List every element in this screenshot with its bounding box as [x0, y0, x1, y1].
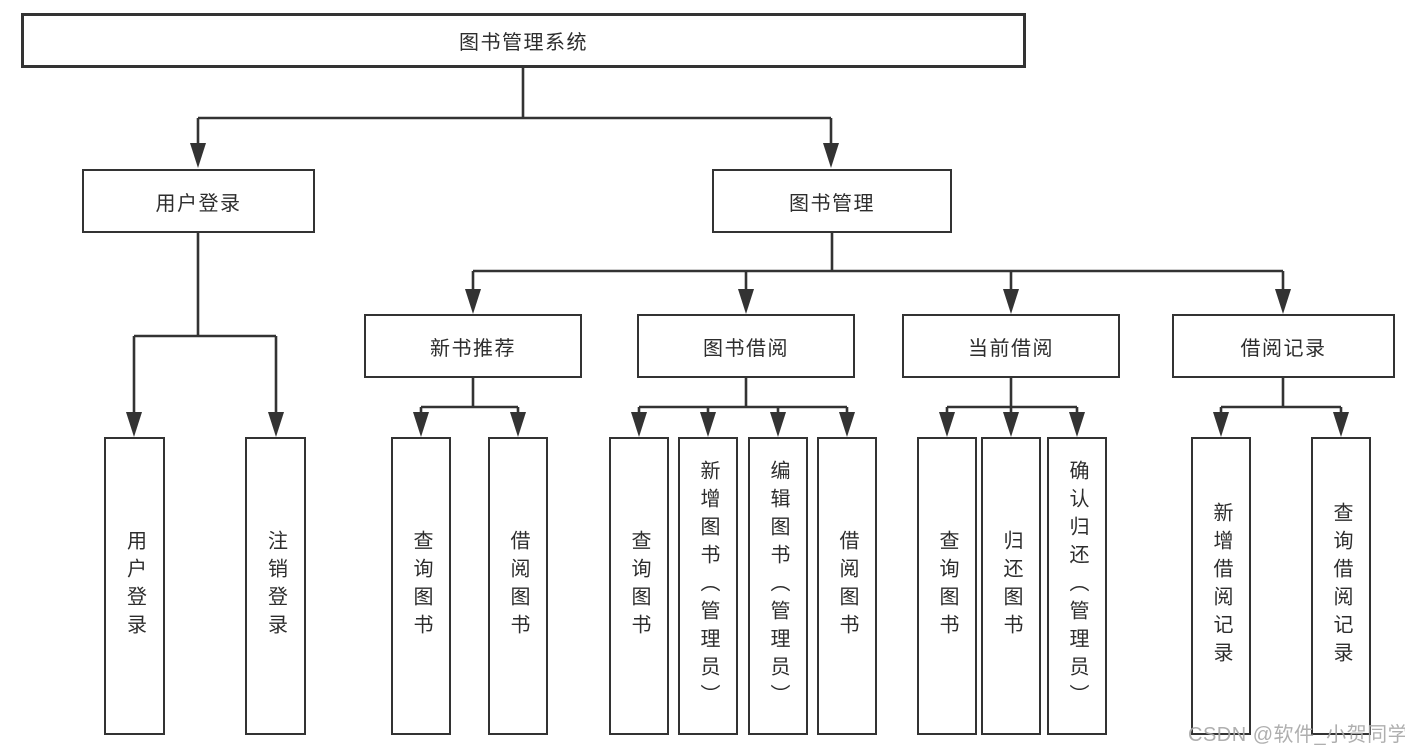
arrowhead-down-icon — [1003, 412, 1019, 437]
leaf-label: 归还图书 — [1000, 530, 1022, 642]
node-label: 当前借阅 — [968, 337, 1054, 360]
node-new-book-recommend: 新书推荐 — [364, 314, 582, 378]
arrowhead-down-icon — [839, 412, 855, 437]
leaf-query-borrow-record: 查询借阅记录 — [1311, 437, 1371, 735]
leaf-add-books-admin: 新增图书（管理员） — [678, 437, 738, 735]
arrowhead-down-icon — [413, 412, 429, 437]
leaf-label: 查询借阅记录 — [1330, 502, 1352, 670]
leaf-label: 查询图书 — [410, 530, 432, 642]
arrowhead-down-icon — [268, 412, 284, 437]
arrowhead-down-icon — [1069, 412, 1085, 437]
leaf-logout: 注销登录 — [245, 437, 306, 735]
leaf-user-login: 用户登录 — [104, 437, 165, 735]
arrowhead-down-icon — [1275, 289, 1291, 314]
leaf-label: 新增图书（管理员） — [697, 460, 719, 712]
arrowhead-down-icon — [738, 289, 754, 314]
node-label: 用户登录 — [155, 192, 242, 215]
node-label: 借阅记录 — [1240, 337, 1327, 360]
arrowhead-down-icon — [1333, 412, 1349, 437]
leaf-query-books-recommend: 查询图书 — [391, 437, 451, 735]
node-user-login: 用户登录 — [82, 169, 315, 233]
arrowhead-down-icon — [700, 412, 716, 437]
node-book-management: 图书管理 — [712, 169, 952, 233]
leaf-label: 查询图书 — [628, 530, 650, 642]
leaf-query-books-borrowing: 查询图书 — [609, 437, 669, 735]
arrowhead-down-icon — [823, 143, 839, 168]
node-label: 新书推荐 — [430, 337, 516, 360]
arrowhead-down-icon — [126, 412, 142, 437]
leaf-add-borrow-record: 新增借阅记录 — [1191, 437, 1251, 735]
arrowhead-down-icon — [939, 412, 955, 437]
leaf-borrow-books-recommend: 借阅图书 — [488, 437, 548, 735]
arrowhead-down-icon — [631, 412, 647, 437]
leaf-label: 新增借阅记录 — [1210, 502, 1232, 670]
node-book-borrowing: 图书借阅 — [637, 314, 855, 378]
leaf-label: 查询图书 — [936, 530, 958, 642]
leaf-label: 注销登录 — [264, 530, 287, 642]
node-library-management-system: 图书管理系统 — [21, 13, 1026, 68]
watermark: CSDN @软件_小贺同学 — [1188, 724, 1405, 746]
leaf-label: 借阅图书 — [836, 530, 858, 642]
arrowhead-down-icon — [1213, 412, 1229, 437]
leaf-confirm-return-admin: 确认归还（管理员） — [1047, 437, 1107, 735]
node-borrowing-records: 借阅记录 — [1172, 314, 1395, 378]
arrowhead-down-icon — [465, 289, 481, 314]
leaf-label: 借阅图书 — [507, 530, 529, 642]
node-label: 图书管理系统 — [459, 32, 588, 54]
arrowhead-down-icon — [190, 143, 206, 168]
arrowhead-down-icon — [770, 412, 786, 437]
leaf-query-books-current: 查询图书 — [917, 437, 977, 735]
leaf-return-books: 归还图书 — [981, 437, 1041, 735]
node-label: 图书管理 — [789, 192, 875, 215]
node-current-borrowing: 当前借阅 — [902, 314, 1120, 378]
leaf-borrow-books: 借阅图书 — [817, 437, 877, 735]
leaf-label: 确认归还（管理员） — [1066, 460, 1088, 712]
arrowhead-down-icon — [1003, 289, 1019, 314]
arrowhead-down-icon — [510, 412, 526, 437]
node-label: 图书借阅 — [703, 337, 789, 360]
leaf-label: 编辑图书（管理员） — [767, 460, 789, 712]
leaf-label: 用户登录 — [123, 530, 146, 642]
leaf-edit-books-admin: 编辑图书（管理员） — [748, 437, 808, 735]
